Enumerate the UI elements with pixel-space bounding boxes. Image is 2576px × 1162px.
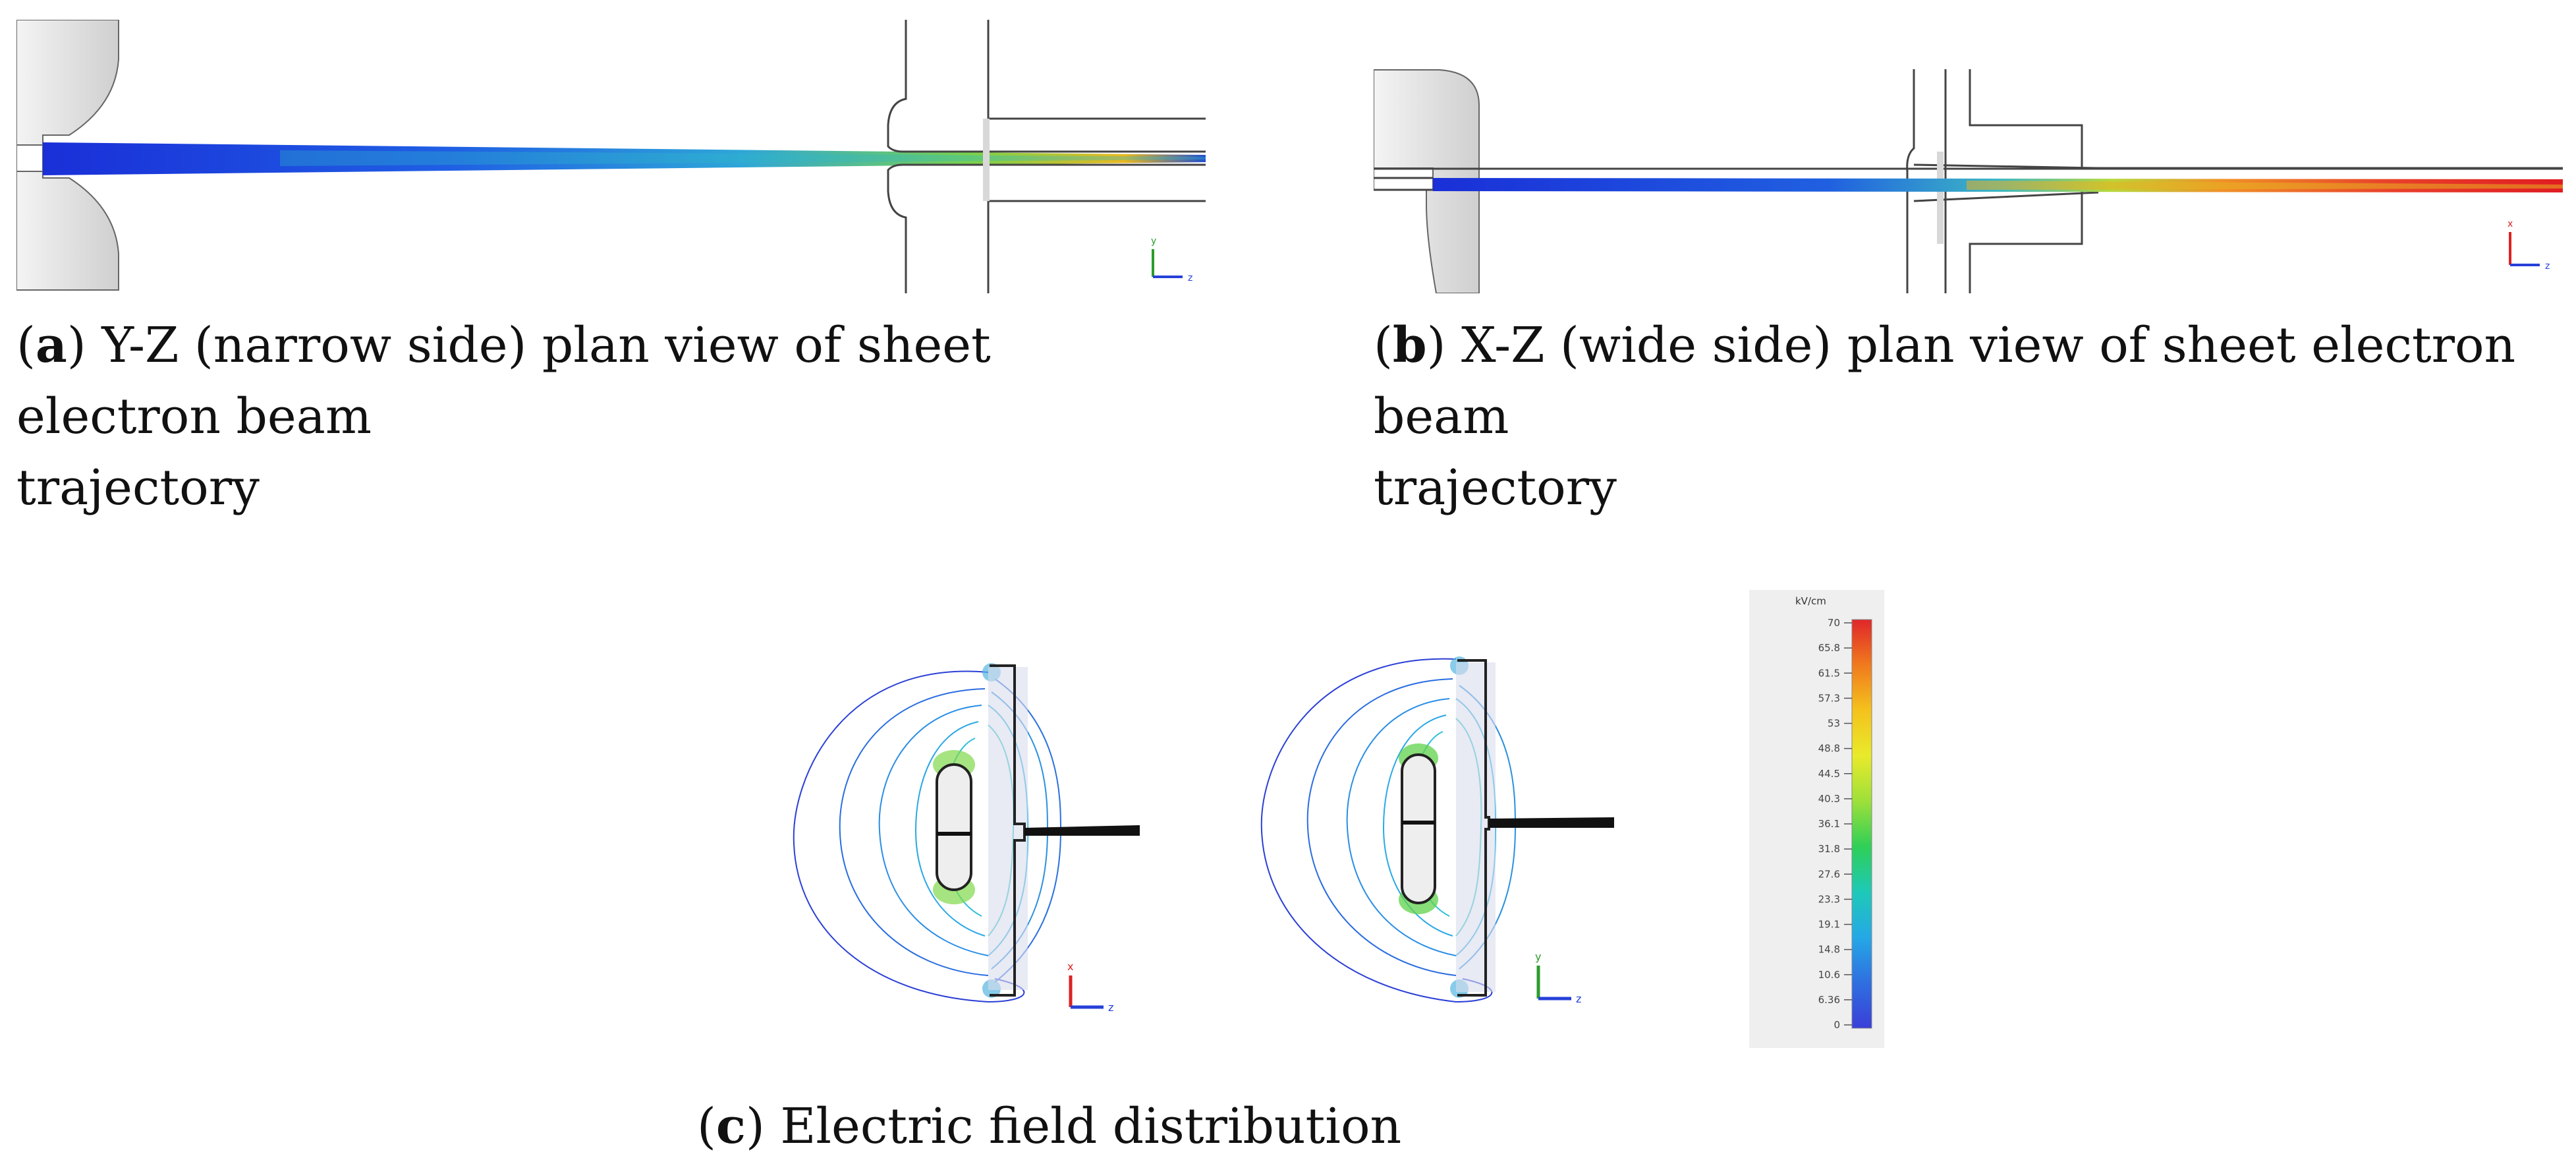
field-plot-left: x z [793, 663, 1140, 1014]
colorbar-tick-label: 0 [1834, 1019, 1840, 1031]
caption-a: (a) Y-Z (narrow side) plan view of sheet… [16, 317, 991, 516]
cathode-electrode [16, 20, 119, 291]
caption-a-label: a [35, 317, 67, 374]
colorbar-tick-label: 65.8 [1818, 642, 1840, 654]
colorbar-tick-label: 6.36 [1818, 994, 1840, 1006]
caption-a-text-line2: trajectory [16, 459, 260, 516]
axis-label-x: x [1067, 960, 1073, 973]
colorbar-tick-label: 27.6 [1818, 868, 1840, 880]
colorbar-tick-label: 23.3 [1818, 893, 1840, 905]
colorbar-tick-label: 57.3 [1818, 692, 1840, 704]
axis-triad: y z [1535, 950, 1581, 1005]
caption-c-label: c [715, 1098, 746, 1155]
colorbar-tick-label: 70 [1828, 617, 1840, 629]
electron-beam [1489, 817, 1614, 828]
colorbar-tick-label: 10.6 [1818, 969, 1840, 981]
colorbar-tick-label: 14.8 [1818, 944, 1840, 956]
caption-a-text: Y-Z (narrow side) plan view of sheet ele… [16, 317, 991, 445]
caption-b-text: X-Z (wide side) plan view of sheet elect… [1374, 317, 2516, 445]
colorbar: kV/cm 70 65.8 61.5 57.3 53 48.8 44.5 40.3 36.1 31… [1749, 590, 1884, 1048]
electron-beam-trajectory [43, 142, 1206, 175]
colorbar-tick-label: 61.5 [1818, 667, 1840, 679]
axis-label-y: y [1151, 236, 1156, 247]
axis-label-y: y [1535, 950, 1541, 963]
colorbar-tick-label: 53 [1828, 718, 1840, 730]
colorbar-tick-label: 31.8 [1818, 843, 1840, 855]
colorbar-tick-label: 48.8 [1818, 743, 1840, 755]
cathode-body [936, 763, 972, 891]
axis-label-z: z [2545, 261, 2550, 272]
colorbar-tick-label: 44.5 [1818, 768, 1840, 780]
axis-label-x: x [2507, 219, 2513, 229]
caption-b: (b) X-Z (wide side) plan view of sheet e… [1374, 317, 2516, 516]
caption-b-label: b [1392, 317, 1427, 374]
axis-label-z: z [1188, 273, 1192, 283]
colorbar-unit: kV/cm [1795, 595, 1826, 607]
axis-label-z: z [1576, 993, 1581, 1005]
axis-triad: x z [1067, 960, 1113, 1014]
axis-triad: x z [2507, 219, 2550, 272]
axis-triad: y z [1151, 236, 1192, 283]
anode-structure [887, 20, 1206, 293]
electron-beam [1024, 825, 1140, 836]
panel-a-figure: y z [16, 20, 1206, 293]
caption-c-text: Electric field distribution [780, 1098, 1402, 1155]
caption-c: (c) Electric field distribution [697, 1098, 1402, 1155]
colorbar-tick-label: 36.1 [1818, 818, 1840, 830]
colorbar-tick-label: 19.1 [1818, 919, 1840, 931]
colorbar-tick-label: 40.3 [1818, 793, 1840, 805]
caption-b-text-line2: trajectory [1374, 459, 1617, 516]
field-plot-right: y z [1260, 656, 1614, 1005]
axis-label-z: z [1108, 1001, 1113, 1014]
cathode-body [1401, 753, 1436, 904]
panel-b-figure: x z [1374, 69, 2563, 293]
